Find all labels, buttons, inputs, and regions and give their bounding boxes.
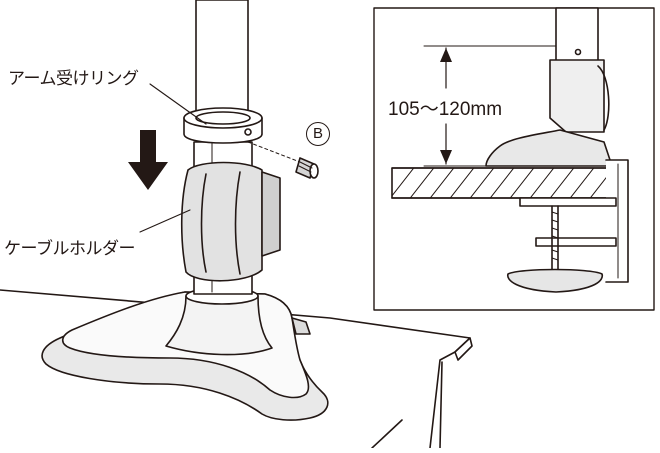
arm-receiving-ring bbox=[183, 107, 263, 144]
cable-holder-label: ケーブルホルダー bbox=[4, 239, 135, 259]
clamp-bracket bbox=[507, 159, 629, 293]
arm-ring-label: アーム受けリング bbox=[8, 69, 139, 89]
clamp-pole bbox=[485, 7, 613, 167]
stand-base bbox=[41, 287, 329, 421]
desk-cross-section bbox=[391, 167, 617, 199]
screw-b bbox=[247, 141, 319, 179]
part-b-badge: B bbox=[306, 122, 330, 146]
leader-lines bbox=[139, 83, 207, 233]
down-arrow-icon bbox=[128, 130, 168, 190]
cable-holder bbox=[180, 161, 281, 282]
height-range-label: 105～120mm bbox=[388, 99, 503, 120]
dimension-markers bbox=[423, 45, 557, 167]
